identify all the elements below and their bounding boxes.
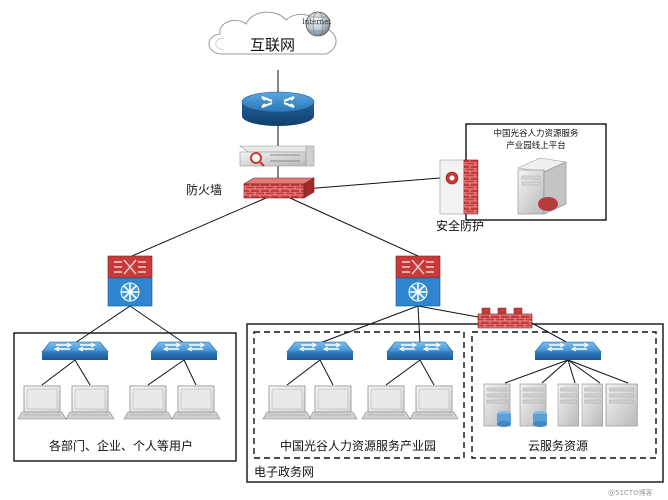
core-switch-icon	[107, 255, 153, 307]
platform-title-line2: 产业园线上平台	[506, 141, 566, 151]
cloud-resources-box	[471, 331, 657, 459]
switch-icon	[386, 341, 454, 361]
security-label: 安全防护	[436, 219, 485, 233]
watermark: @51CTO博客	[608, 489, 653, 497]
pc-icon	[17, 385, 67, 420]
connection-lines	[41, 70, 629, 386]
users-group-box	[13, 332, 237, 462]
users-label: 各部门、企业、个人等用户	[49, 439, 194, 453]
firewall-icon	[477, 307, 533, 329]
server-icon	[557, 383, 580, 427]
egov-label: 电子政务网	[254, 465, 315, 479]
pc-icon	[409, 385, 459, 420]
switch-icon	[150, 341, 218, 361]
internet-label: 互联网	[250, 36, 296, 54]
server-icon	[581, 383, 604, 427]
server-icon	[605, 383, 638, 427]
firewall-icon	[242, 177, 316, 199]
pc-icon	[171, 385, 221, 420]
pc-icon	[308, 385, 358, 420]
switch-icon	[286, 341, 354, 361]
pc-icon	[65, 385, 115, 420]
park-label: 中国光谷人力资源服务产业园	[280, 439, 437, 453]
router-icon	[241, 91, 315, 126]
switch-icon	[534, 341, 602, 361]
globe-label: Internet	[302, 18, 332, 26]
globe-icon	[305, 11, 331, 37]
pc-icon	[361, 385, 411, 420]
switch-icon	[41, 341, 109, 361]
firewall-label: 防火墙	[186, 183, 223, 197]
egov-network-box	[246, 323, 664, 483]
server-icon	[519, 383, 547, 427]
platform-title-line1: 中国光谷人力资源服务	[493, 129, 579, 139]
pc-icon	[262, 385, 312, 420]
security-appliance-icon	[439, 159, 479, 215]
pc-icon	[123, 385, 173, 420]
park-group-box	[253, 331, 465, 459]
server-icon	[483, 383, 511, 427]
ids-probe-icon	[239, 145, 315, 167]
cloud-resources-label: 云服务资源	[528, 439, 589, 453]
core-switch-icon	[395, 255, 441, 307]
server-icon	[516, 157, 568, 215]
